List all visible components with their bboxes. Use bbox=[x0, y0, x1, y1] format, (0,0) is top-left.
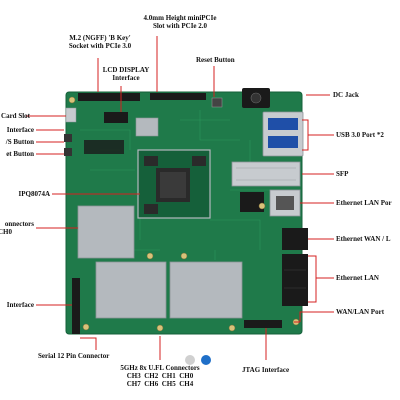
jtag-header bbox=[244, 320, 282, 328]
ufl-connectors bbox=[68, 96, 300, 332]
label-card-slot-line-1: Card Slot bbox=[1, 112, 30, 120]
label-wan-lan: WAN/LAN Port bbox=[336, 308, 384, 316]
label-minipcie-line-1: 4.0mm Height miniPCIe bbox=[143, 14, 217, 22]
label-interface-top-line-1: Interface bbox=[6, 126, 34, 134]
ram-chip bbox=[144, 156, 158, 166]
m2-socket bbox=[78, 93, 140, 101]
label-lcd: LCD DISPLAY Interface bbox=[96, 66, 156, 82]
label-jtag-line-1: JTAG Interface bbox=[242, 366, 290, 374]
label-reset-line-1: Reset Button bbox=[196, 56, 235, 64]
minipcie-slot bbox=[150, 93, 206, 100]
label-jtag: JTAG Interface bbox=[242, 366, 289, 374]
label-interface-top: Interface bbox=[0, 126, 34, 134]
left-header bbox=[84, 140, 124, 154]
label-eth-lan-top-line-1: Ethernet LAN Por bbox=[336, 199, 392, 207]
label-connectors-ch0-line-2: CH0 bbox=[0, 228, 12, 236]
reset-button bbox=[211, 97, 223, 108]
left-shield bbox=[77, 205, 135, 259]
label-wps-line-1: /S Button bbox=[5, 138, 34, 146]
label-reset: Reset Button bbox=[196, 56, 235, 64]
serial-header bbox=[72, 278, 80, 334]
label-wan-lan-line-1: WAN/LAN Port bbox=[336, 308, 385, 316]
label-dcjack: DC Jack bbox=[333, 91, 359, 99]
label-serial-line-1: Serial 12 Pin Connector bbox=[38, 352, 110, 360]
label-lcd-line-2: Interface bbox=[112, 74, 140, 82]
label-m2-line-1: M.2 (NGFF) 'B Key' bbox=[69, 34, 131, 42]
label-interface-left-line-1: Interface bbox=[6, 301, 34, 309]
sd-card-slot bbox=[65, 107, 77, 123]
label-lcd-line-1: LCD DISPLAY bbox=[102, 66, 150, 74]
label-dcjack-line-1: DC Jack bbox=[333, 91, 359, 99]
ethernet-lan-block bbox=[282, 254, 308, 306]
label-ipq: IPQ8074A bbox=[0, 190, 51, 198]
label-m2-line-2: Socket with PCIe 3.0 bbox=[68, 42, 132, 50]
label-sfp: SFP bbox=[336, 170, 348, 178]
label-eth-lan-top: Ethernet LAN Por bbox=[336, 199, 392, 207]
dot-blue bbox=[201, 355, 211, 365]
dot-grey bbox=[185, 355, 195, 365]
label-eth-wan-line-1: Ethernet WAN / L bbox=[336, 235, 391, 243]
label-minipcie: 4.0mm Height miniPCIe Slot with PCIe 2.0 bbox=[128, 14, 232, 30]
label-m2: M.2 (NGFF) 'B Key' Socket with PCIe 3.0 bbox=[60, 34, 140, 50]
label-wps: /S Button bbox=[0, 138, 34, 146]
label-card-slot: Card Slot bbox=[0, 112, 30, 120]
label-ufl-line-3: CH7 CH6 CH5 CH4 bbox=[126, 380, 194, 388]
label-eth-lan-mid: Ethernet LAN bbox=[336, 274, 379, 282]
sfp-cage bbox=[231, 161, 301, 187]
label-connectors-ch0: onnectors CH0 bbox=[0, 220, 34, 236]
label-interface-left: Interface bbox=[0, 301, 34, 309]
label-minipcie-line-2: Slot with PCIe 2.0 bbox=[152, 22, 208, 30]
label-eth-wan: Ethernet WAN / L bbox=[336, 235, 391, 243]
wps-button bbox=[64, 134, 72, 142]
reset-side-button bbox=[64, 148, 72, 156]
lcd-header bbox=[104, 112, 128, 123]
label-eth-lan-mid-line-1: Ethernet LAN bbox=[336, 274, 379, 282]
small-shield bbox=[135, 117, 159, 137]
label-et-button-line-1: et Button bbox=[6, 150, 34, 158]
label-usb3-line-1: USB 3.0 Port *2 bbox=[336, 131, 384, 139]
label-ufl-line-1: 5GHz 8x U.FL Connectors bbox=[120, 364, 200, 372]
label-et-button: et Button bbox=[0, 150, 34, 158]
label-usb3: USB 3.0 Port *2 bbox=[336, 131, 384, 139]
label-sfp-line-1: SFP bbox=[336, 170, 349, 178]
label-serial: Serial 12 Pin Connector bbox=[38, 352, 109, 360]
phy-connector bbox=[240, 192, 264, 212]
leader-lines bbox=[26, 36, 334, 360]
ethernet-wan-port bbox=[282, 228, 308, 250]
radio-shield-right bbox=[169, 261, 243, 319]
label-ipq-line-1: IPQ8074A bbox=[18, 190, 51, 198]
label-ufl: 5GHz 8x U.FL Connectors CH3 CH2 CH1 CH0 … bbox=[108, 364, 212, 388]
label-connectors-ch0-line-1: onnectors bbox=[4, 220, 34, 228]
label-ufl-line-2: CH3 CH2 CH1 CH0 bbox=[126, 372, 194, 380]
radio-shield-left bbox=[95, 261, 167, 319]
